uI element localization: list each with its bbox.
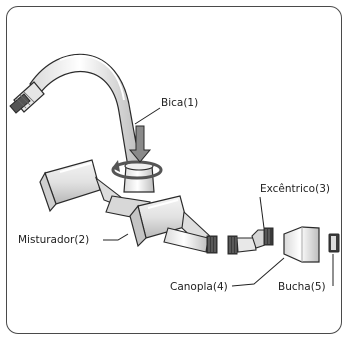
label-bucha: Bucha(5) [278, 281, 326, 293]
label-bica: Bica(1) [161, 97, 199, 109]
label-misturador: Misturador(2) [18, 234, 90, 246]
rotation-arrow-icon [111, 160, 163, 180]
leader-canopla [231, 257, 285, 287]
cover-canopla [283, 226, 320, 263]
leader-misturador [103, 233, 129, 241]
label-canopla: Canopla(4) [170, 281, 228, 293]
spout-bica [9, 53, 141, 168]
bushing-bucha [328, 233, 340, 253]
eccentric-excentrico [227, 227, 274, 255]
label-excentrico: Excêntrico(3) [260, 183, 330, 195]
leader-bica [134, 107, 161, 125]
leader-lines [103, 107, 334, 287]
leader-excentrico [259, 196, 265, 229]
down-arrow-icon [128, 125, 152, 163]
mixer-body-misturador [39, 159, 218, 254]
